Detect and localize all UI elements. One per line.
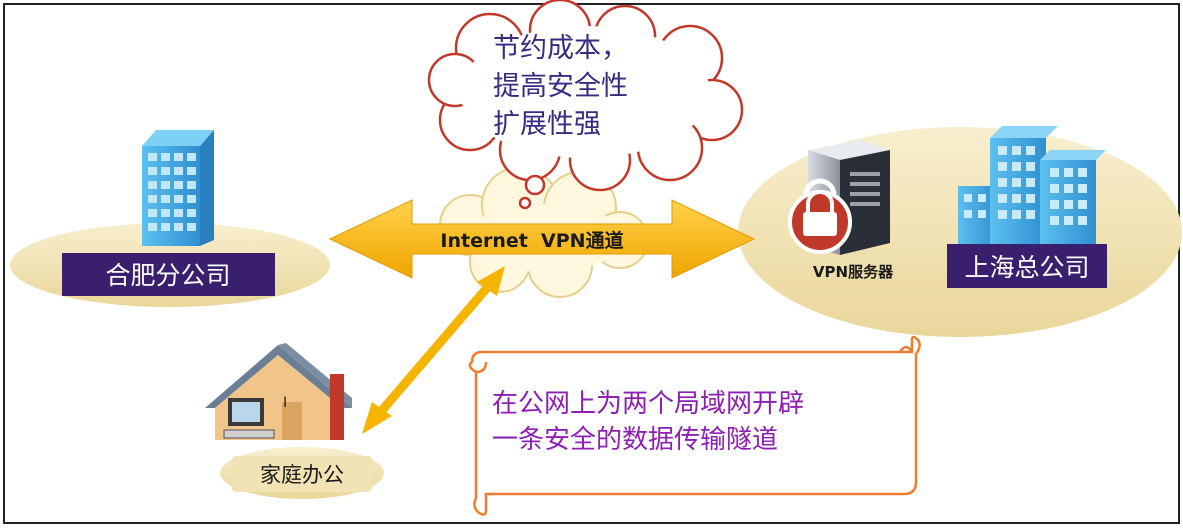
hq-buildings-icon	[958, 126, 1106, 250]
branch-label: 合肥分公司	[105, 261, 230, 290]
home-label-box	[232, 456, 372, 492]
svg-text:I: I	[283, 395, 287, 411]
hq-label-box	[947, 244, 1107, 288]
home-link-arrow	[362, 266, 505, 434]
scroll-text: 在公网上为两个局域网开辟 一条安全的数据传输隧道	[492, 389, 804, 455]
lock-icon	[788, 178, 852, 254]
scroll-note	[468, 335, 921, 516]
hq-label: 上海总公司	[964, 253, 1089, 282]
scroll-line-2: 一条安全的数据传输隧道	[492, 425, 778, 455]
tunnel-label: Internet VPN通道	[440, 229, 623, 252]
vpn-server-label: VPN服务器	[813, 263, 894, 281]
benefit-line-1: 节约成本，	[493, 33, 628, 64]
scroll-line-1: 在公网上为两个局域网开辟	[492, 389, 804, 419]
home-label: 家庭办公	[260, 463, 344, 487]
tunnel-arrow	[328, 199, 756, 279]
branch-label-box	[62, 253, 275, 296]
branch-building-icon	[142, 130, 214, 246]
benefit-line-3: 扩展性强	[493, 109, 601, 140]
benefits-text: 节约成本， 提高安全性 扩展性强	[493, 33, 628, 140]
benefit-line-2: 提高安全性	[493, 71, 628, 102]
home-house-icon: I	[205, 343, 352, 440]
